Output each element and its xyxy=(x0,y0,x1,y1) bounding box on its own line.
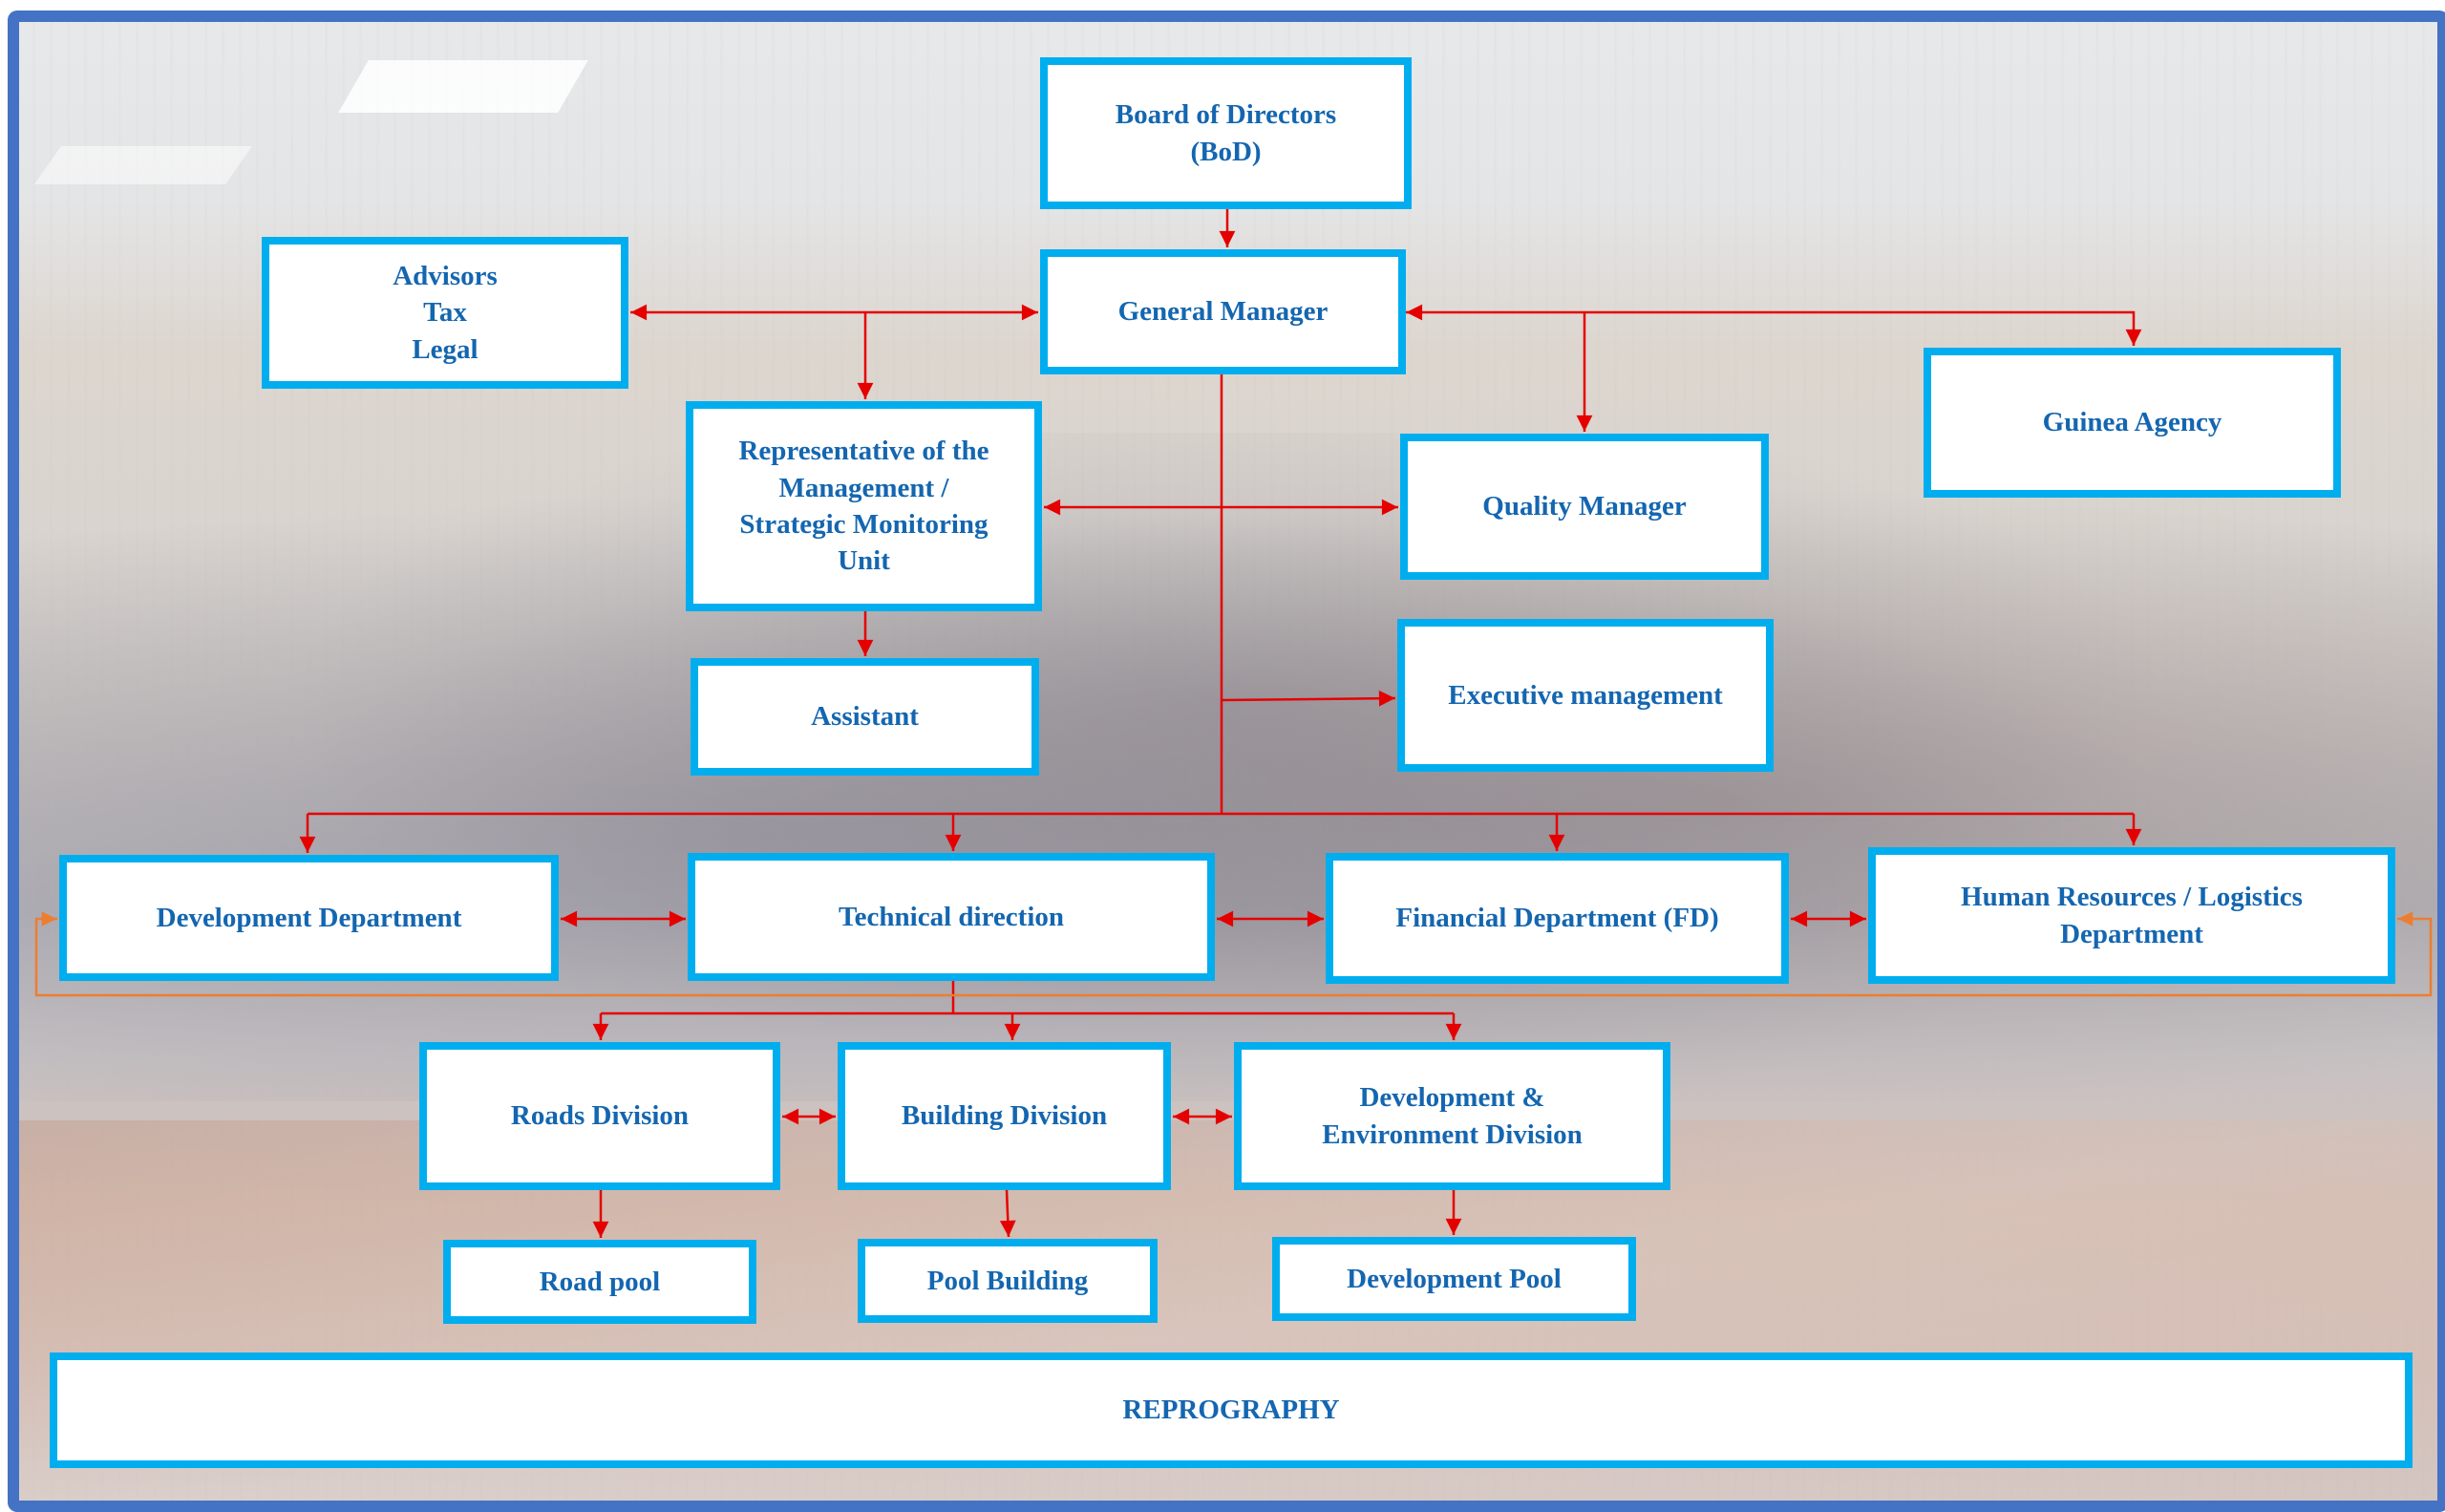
node-development-pool[interactable]: Development Pool xyxy=(1272,1237,1636,1321)
ceiling-light xyxy=(338,60,588,113)
node-label: Human Resources / Logistics Department xyxy=(1961,882,2303,949)
node-road-pool[interactable]: Road pool xyxy=(443,1240,756,1324)
node-representative[interactable]: Representative of the Management / Strat… xyxy=(686,401,1042,611)
node-label: General Manager xyxy=(1117,296,1329,328)
node-guinea-agency[interactable]: Guinea Agency xyxy=(1924,348,2341,498)
node-assistant[interactable]: Assistant xyxy=(691,658,1039,776)
node-label: Roads Division xyxy=(510,1100,690,1132)
node-reprography[interactable]: REPROGRAPHY xyxy=(50,1352,2413,1468)
group-photo-people xyxy=(19,433,2437,1101)
node-board-of-directors[interactable]: Board of Directors (BoD) xyxy=(1040,57,1412,209)
node-pool-building[interactable]: Pool Building xyxy=(858,1239,1158,1323)
node-label: Development Pool xyxy=(1347,1263,1562,1294)
node-label: Assistant xyxy=(811,701,919,733)
node-development-department[interactable]: Development Department xyxy=(59,855,559,981)
node-label: Executive management xyxy=(1448,679,1723,711)
node-label: Guinea Agency xyxy=(2042,407,2222,438)
node-label: Development & Environment Division xyxy=(1322,1082,1583,1150)
node-label: Building Division xyxy=(901,1100,1108,1132)
node-general-manager[interactable]: General Manager xyxy=(1040,249,1406,374)
node-label: Technical direction xyxy=(838,901,1065,932)
node-financial-department[interactable]: Financial Department (FD) xyxy=(1326,853,1789,984)
node-label: REPROGRAPHY xyxy=(1122,1395,1340,1426)
node-label: Pool Building xyxy=(926,1265,1089,1296)
node-label: Representative of the Management / Strat… xyxy=(738,436,989,577)
node-label: Financial Department (FD) xyxy=(1395,903,1719,934)
node-advisors[interactable]: Advisors Tax Legal xyxy=(262,237,628,389)
node-building-division[interactable]: Building Division xyxy=(838,1042,1171,1190)
ceiling-light xyxy=(33,146,253,184)
node-label: Road pool xyxy=(539,1266,661,1297)
chart-frame xyxy=(8,11,2445,1512)
node-technical-direction[interactable]: Technical direction xyxy=(688,853,1215,981)
node-label: Advisors Tax Legal xyxy=(393,261,498,365)
node-hr-logistics[interactable]: Human Resources / Logistics Department xyxy=(1868,847,2395,984)
node-label: Quality Manager xyxy=(1482,491,1687,522)
node-executive-management[interactable]: Executive management xyxy=(1397,619,1774,772)
node-quality-manager[interactable]: Quality Manager xyxy=(1400,434,1769,580)
node-label: Development Department xyxy=(156,902,462,933)
node-roads-division[interactable]: Roads Division xyxy=(419,1042,780,1190)
node-development-environment-division[interactable]: Development & Environment Division xyxy=(1234,1042,1670,1190)
node-label: Board of Directors (BoD) xyxy=(1115,99,1337,167)
